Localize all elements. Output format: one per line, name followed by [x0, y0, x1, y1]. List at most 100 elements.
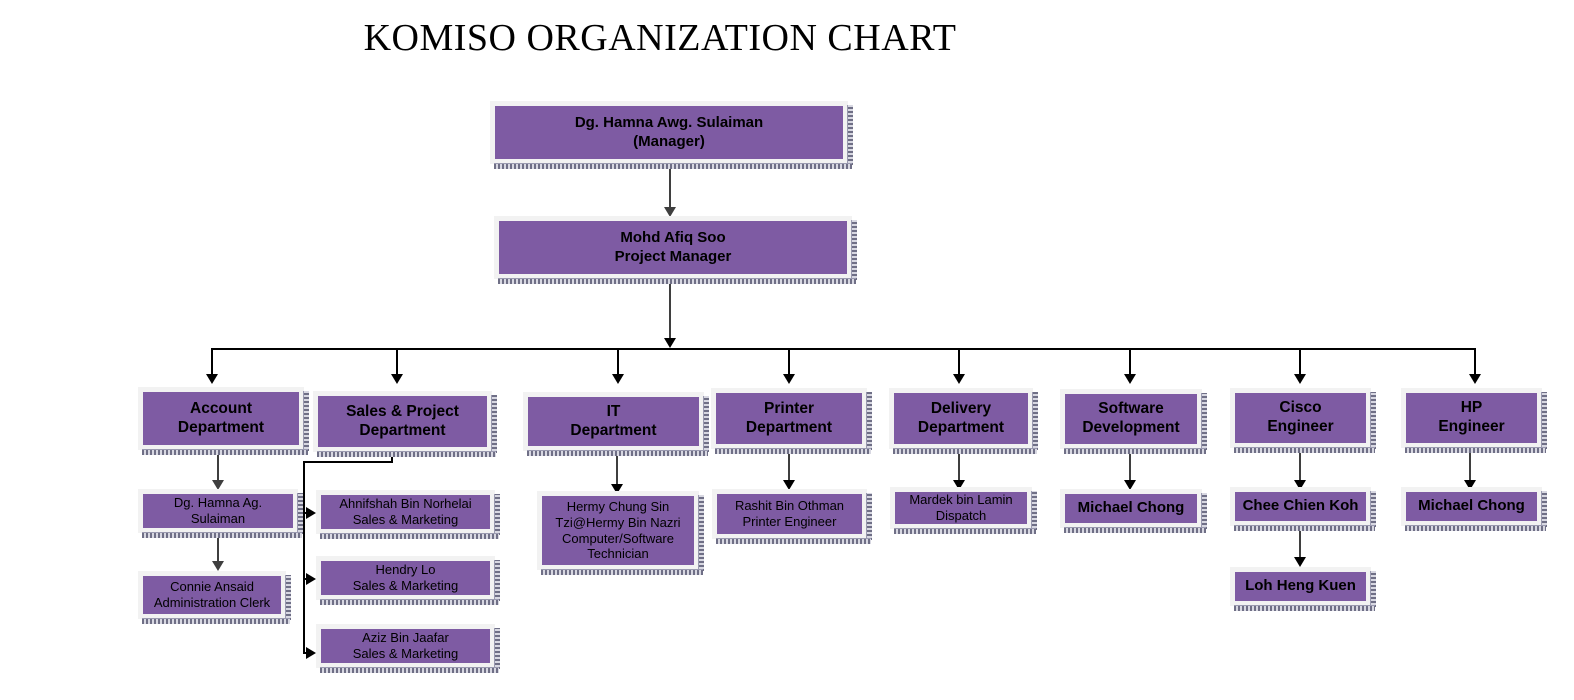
node-department-cisco[interactable]: Cisco Engineer	[1230, 388, 1376, 453]
connector-bus-to-hp	[1474, 348, 1476, 380]
node-cisco-staff-1-line1: Chee Chien Koh	[1242, 497, 1359, 515]
node-software-staff-1-line1: Michael Chong	[1077, 499, 1185, 517]
node-it-staff-1[interactable]: Hermy Chung Sin Tzi@Hermy Bin Nazri Comp…	[537, 491, 704, 575]
connector-sales-stub-down	[391, 452, 393, 462]
node-department-it-line2: Department	[570, 421, 657, 439]
node-sales-staff-1[interactable]: Ahnifshah Bin Norhelai Sales & Marketing	[316, 490, 500, 539]
node-sales-staff-3[interactable]: Aziz Bin Jaafar Sales & Marketing	[316, 624, 500, 673]
node-hp-staff-1[interactable]: Michael Chong	[1401, 487, 1547, 531]
connector-bus-to-sales	[396, 348, 398, 380]
connector-delivery-to-mardek	[958, 452, 960, 484]
connector-chee-to-loh	[1299, 525, 1301, 561]
node-department-it[interactable]: IT Department	[523, 392, 709, 456]
arrow-cisco-to-chee	[1294, 480, 1306, 490]
node-software-staff-1[interactable]: Michael Chong	[1060, 489, 1207, 533]
node-cisco-staff-2[interactable]: Loh Heng Kuen	[1230, 567, 1376, 611]
node-account-staff-2-line2: Administration Clerk	[153, 595, 271, 610]
node-department-delivery-line2: Department	[917, 418, 1005, 436]
node-manager-line2: (Manager)	[633, 132, 705, 150]
node-department-account[interactable]: Account Department	[138, 387, 309, 455]
node-account-staff-1-line2: Sulaiman	[190, 511, 246, 526]
node-project-manager-line2: Project Manager	[614, 247, 732, 265]
node-it-staff-1-line3: Computer/Software	[562, 530, 674, 546]
node-department-hp-line2: Engineer	[1438, 418, 1505, 435]
node-department-account-line1: Account	[190, 399, 252, 417]
node-account-staff-1-line1: Dg. Hamna Ag.	[173, 495, 263, 511]
connector-hamna-to-connie	[217, 533, 219, 565]
node-account-staff-1[interactable]: Dg. Hamna Ag. Sulaiman	[138, 489, 303, 538]
node-manager[interactable]: Dg. Hamna Awg. Sulaiman (Manager)	[490, 101, 853, 169]
node-delivery-staff-1[interactable]: Mardek bin Lamin Dispatch	[890, 487, 1037, 534]
node-cisco-staff-1[interactable]: Chee Chien Koh	[1230, 487, 1376, 531]
node-delivery-staff-1-line2: Dispatch	[935, 508, 987, 523]
page-title: KOMISO ORGANIZATION CHART	[363, 17, 957, 59]
node-sales-staff-2[interactable]: Hendry Lo Sales & Marketing	[316, 556, 500, 605]
node-it-staff-1-line1: Hermy Chung Sin	[566, 498, 670, 514]
node-department-software-line2: Development	[1082, 419, 1180, 436]
node-department-printer[interactable]: Printer Department	[711, 388, 872, 454]
node-department-delivery-line1: Delivery	[930, 399, 992, 417]
node-hp-staff-1-line1: Michael Chong	[1418, 497, 1525, 515]
arrow-bus-to-hp	[1469, 374, 1481, 384]
connector-it-to-hermy	[616, 452, 618, 488]
node-cisco-staff-2-line1: Loh Heng Kuen	[1245, 577, 1356, 595]
node-department-it-line1: IT	[606, 402, 621, 420]
connector-bus-to-printer	[788, 348, 790, 380]
node-project-manager[interactable]: Mohd Afiq Soo Project Manager	[494, 216, 857, 284]
connector-bus-to-delivery	[958, 348, 960, 380]
connector-cisco-to-chee	[1299, 452, 1301, 484]
node-sales-staff-1-line2: Sales & Marketing	[352, 512, 459, 527]
node-department-hp-line1: HP	[1460, 399, 1483, 417]
arrow-bus-to-sales	[391, 374, 403, 384]
node-printer-staff-1[interactable]: Rashit Bin Othman Printer Engineer	[712, 489, 872, 544]
arrow-it-to-hermy	[611, 484, 623, 494]
arrow-sales-to-ahnifshah	[306, 507, 316, 519]
node-department-sales-line2: Department	[359, 421, 446, 439]
node-department-account-line2: Department	[177, 418, 265, 436]
node-department-delivery[interactable]: Delivery Department	[889, 388, 1038, 454]
connector-software-to-michael	[1129, 452, 1131, 484]
node-sales-staff-2-line1: Hendry Lo	[375, 562, 436, 578]
node-sales-staff-1-line1: Ahnifshah Bin Norhelai	[339, 496, 472, 512]
connector-bus-to-cisco	[1299, 348, 1301, 380]
connector-bus-horizontal	[211, 348, 1476, 350]
arrow-printer-to-rashit	[783, 480, 795, 490]
node-department-cisco-line2: Engineer	[1267, 418, 1334, 435]
node-sales-staff-2-line2: Sales & Marketing	[352, 578, 459, 593]
node-printer-staff-1-line2: Printer Engineer	[742, 514, 837, 529]
arrow-bus-to-account	[206, 374, 218, 384]
arrow-bus-to-it	[612, 374, 624, 384]
connector-manager-to-pm	[669, 165, 671, 211]
node-account-staff-2[interactable]: Connie Ansaid Administration Clerk	[138, 571, 291, 624]
connector-printer-to-rashit	[788, 452, 790, 484]
connector-pm-to-bus	[669, 279, 671, 343]
arrow-account-to-hamna	[212, 480, 224, 490]
node-department-software[interactable]: Software Development	[1060, 389, 1207, 454]
connector-sales-stub-left	[303, 461, 393, 463]
arrow-bus-to-delivery	[953, 374, 965, 384]
node-department-sales[interactable]: Sales & Project Department	[313, 391, 497, 457]
arrow-chee-to-loh	[1294, 557, 1306, 567]
node-delivery-staff-1-line1: Mardek bin Lamin	[909, 492, 1013, 508]
node-printer-staff-1-line1: Rashit Bin Othman	[734, 498, 845, 514]
node-sales-staff-3-line2: Sales & Marketing	[352, 646, 459, 661]
arrow-pm-to-bus	[664, 338, 676, 348]
arrow-software-to-michael	[1124, 480, 1136, 490]
arrow-hamna-to-connie	[212, 561, 224, 571]
node-it-staff-1-line2: Tzi@Hermy Bin Nazri	[555, 514, 681, 530]
connector-account-to-hamna	[217, 452, 219, 484]
connector-bus-to-account	[211, 348, 213, 380]
node-department-hp[interactable]: HP Engineer	[1401, 388, 1547, 453]
arrow-bus-to-software	[1124, 374, 1136, 384]
arrow-manager-to-pm	[664, 207, 676, 217]
arrow-hp-to-michael	[1464, 480, 1476, 490]
node-sales-staff-3-line1: Aziz Bin Jaafar	[362, 630, 449, 646]
connector-hp-to-michael	[1469, 452, 1471, 484]
connector-bus-to-it	[617, 348, 619, 380]
node-department-sales-line1: Sales & Project	[346, 402, 459, 420]
arrow-sales-to-aziz	[306, 647, 316, 659]
node-department-printer-line1: Printer	[764, 399, 814, 417]
arrow-delivery-to-mardek	[953, 480, 965, 490]
node-account-staff-2-line1: Connie Ansaid	[170, 579, 254, 595]
node-department-cisco-line1: Cisco	[1279, 399, 1322, 417]
